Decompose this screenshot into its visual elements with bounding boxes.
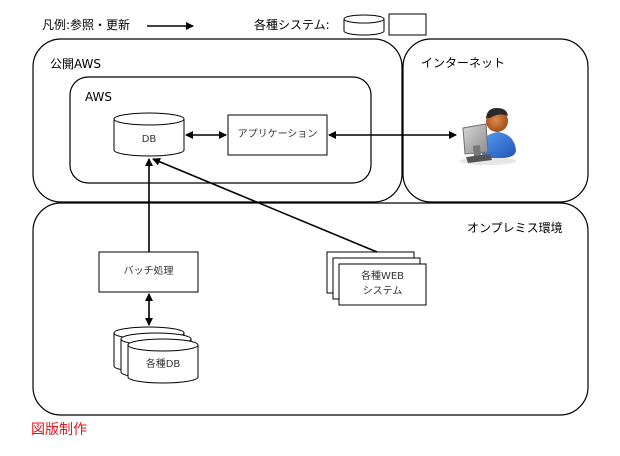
- legend-rectangle-icon: [388, 13, 427, 36]
- arrow-web-db: [152, 157, 378, 253]
- user-at-computer-icon: [460, 108, 516, 165]
- application-box: [227, 114, 328, 156]
- zone-public-aws: [32, 38, 403, 203]
- zone-onpremise: [32, 202, 589, 416]
- db-cylinder: [113, 112, 185, 157]
- application-label: アプリケーション: [237, 129, 318, 140]
- legend-systems-label: 各種システム:: [254, 18, 330, 32]
- credit-text: 図版制作: [31, 422, 87, 438]
- legend-arrow-label: 凡例:参照・更新: [42, 18, 131, 32]
- web-systems-label-line1: 各種WEB: [360, 271, 405, 282]
- zone-internet: [402, 38, 589, 203]
- zone-label-internet: インターネット: [421, 56, 506, 70]
- zone-label-public-aws: 公開AWS: [50, 57, 102, 71]
- various-db-label: 各種DB: [145, 359, 181, 370]
- zone-label-aws: AWS: [85, 90, 113, 104]
- web-systems-boxes: [326, 251, 427, 306]
- zone-aws: [69, 76, 372, 184]
- various-db-cylinders: [113, 326, 199, 384]
- web-systems-label-line2: システム: [362, 286, 403, 297]
- batch-label: バッチ処理: [123, 266, 174, 277]
- zone-label-onpremise: オンプレミス環境: [467, 221, 563, 235]
- db-label: DB: [141, 134, 157, 145]
- legend-cylinder-icon: [343, 14, 385, 36]
